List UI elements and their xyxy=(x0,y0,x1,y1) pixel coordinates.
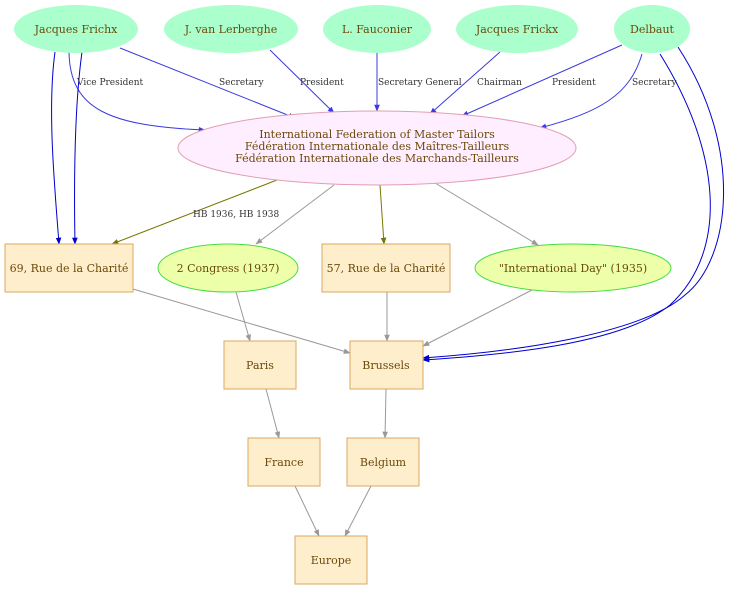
edge-label-president-2: President xyxy=(552,78,596,88)
node-international-day-1935: "International Day" (1935) xyxy=(474,243,672,293)
edge-congress-paris xyxy=(235,291,251,342)
node-l-fauconier: L. Fauconier xyxy=(323,5,431,53)
svg-text:Jacques Frichx: Jacques Frichx xyxy=(34,23,119,36)
node-france: France xyxy=(247,437,321,487)
node-delbaut: Delbaut xyxy=(614,5,690,53)
edge-federation-rue69 xyxy=(111,179,278,245)
edge-delbaut-federation-secretary xyxy=(539,53,643,130)
edge-rue69-brussels xyxy=(132,288,351,354)
edge-label-secretary-general: Secretary General xyxy=(378,78,462,88)
svg-text:J. van Lerberghe: J. van Lerberghe xyxy=(184,23,277,36)
svg-text:L. Fauconier: L. Fauconier xyxy=(342,23,413,36)
edge-intlday-brussels xyxy=(422,289,533,347)
edge-frichx-rue69-b xyxy=(72,51,83,245)
edge-lerberghe-federation xyxy=(119,47,296,119)
node-congress-1937: 2 Congress (1937) xyxy=(157,243,299,293)
svg-text:France: France xyxy=(264,456,303,469)
svg-text:Delbaut: Delbaut xyxy=(630,23,675,36)
svg-text:Brussels: Brussels xyxy=(362,359,410,372)
edge-brussels-belgium xyxy=(382,388,388,439)
edge-federation-rue57 xyxy=(379,184,387,245)
svg-text:Fédération Internationale des: Fédération Internationale des Maîtres-Ta… xyxy=(245,140,510,153)
svg-text:2 Congress (1937): 2 Congress (1937) xyxy=(177,262,280,275)
edge-label-vice-president: Vice President xyxy=(76,78,144,88)
edge-label-secretary-2: Secretary xyxy=(632,78,677,88)
svg-text:Belgium: Belgium xyxy=(360,456,407,469)
node-rue-69: 69, Rue de la Charité xyxy=(4,243,134,293)
edge-lerberghe2-federation xyxy=(269,49,335,114)
node-paris: Paris xyxy=(223,340,297,390)
edge-federation-intlday xyxy=(434,182,539,246)
node-belgium: Belgium xyxy=(346,437,420,487)
edge-france-europe xyxy=(294,485,320,537)
node-jacques-frichx: Jacques Frichx xyxy=(14,5,138,53)
svg-text:69, Rue de la Charité: 69, Rue de la Charité xyxy=(10,262,129,275)
edge-frichx-federation xyxy=(68,51,206,133)
edge-paris-france xyxy=(265,388,281,439)
svg-text:Europe: Europe xyxy=(311,554,352,567)
edge-label-president-1: President xyxy=(300,78,344,88)
edge-federation-congress xyxy=(255,184,335,245)
edges xyxy=(51,44,724,537)
edge-belgium-europe xyxy=(344,485,372,537)
node-federation: International Federation of Master Tailo… xyxy=(177,110,577,186)
node-j-van-lerberghe: J. van Lerberghe xyxy=(164,5,298,53)
edge-label-secretary-1: Secretary xyxy=(219,78,264,88)
edge-label-chairman: Chairman xyxy=(477,78,522,88)
edge-delbaut-brussels-a xyxy=(422,53,711,363)
svg-text:Fédération Internationale des: Fédération Internationale des Marchands-… xyxy=(235,152,519,165)
node-rue-57: 57, Rue de la Charité xyxy=(321,243,451,293)
svg-text:Jacques Frickx: Jacques Frickx xyxy=(475,23,559,36)
edge-delbaut-brussels-b xyxy=(422,46,724,361)
svg-text:57, Rue de la Charité: 57, Rue de la Charité xyxy=(327,262,446,275)
svg-text:"International Day" (1935): "International Day" (1935) xyxy=(499,262,647,275)
svg-text:Paris: Paris xyxy=(246,359,274,372)
edge-frichx-rue69-a xyxy=(51,51,62,245)
node-europe: Europe xyxy=(294,535,368,585)
node-brussels: Brussels xyxy=(349,340,424,390)
edge-labels: Vice President Secretary President Secre… xyxy=(76,78,677,220)
edge-frickx-federation xyxy=(429,51,501,115)
node-jacques-frickx: Jacques Frickx xyxy=(456,5,578,53)
svg-text:International Federation of Ma: International Federation of Master Tailo… xyxy=(259,128,495,141)
edge-delbaut-federation-president xyxy=(461,44,623,117)
edge-label-hb: HB 1936, HB 1938 xyxy=(193,210,279,220)
